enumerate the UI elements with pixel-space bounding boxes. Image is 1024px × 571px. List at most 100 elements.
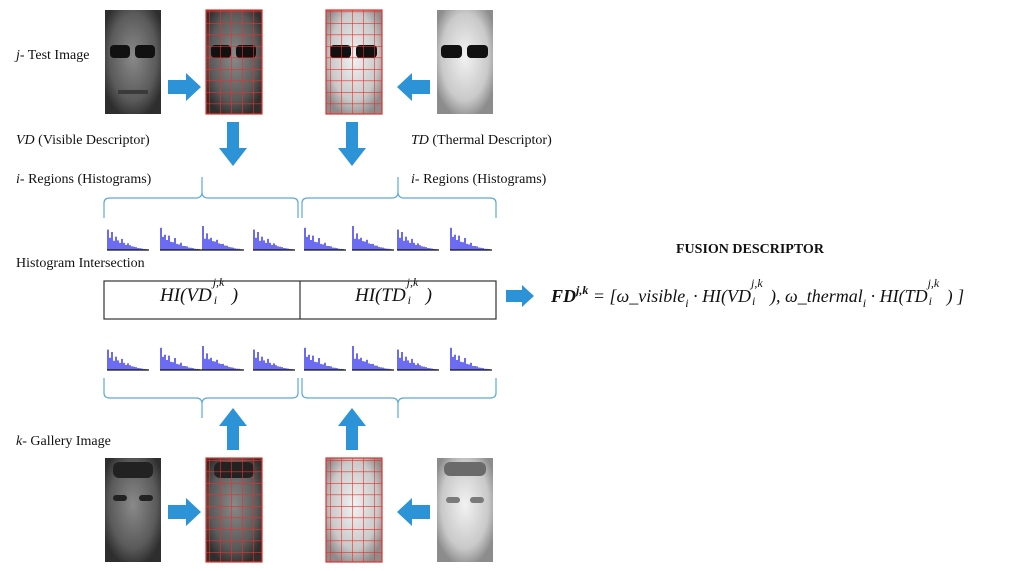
histogram-bar [168,355,170,370]
histogram-bar [182,245,184,250]
histogram-bar [176,243,178,250]
histogram-bar [431,248,433,250]
histogram-bar [109,357,111,370]
histogram-bar [115,236,117,250]
histogram-bar [456,240,458,250]
histogram-bar [480,247,482,250]
histogram-bar [202,226,204,250]
histogram-bar [186,366,188,370]
histogram-bar [368,243,370,250]
histogram-bar [338,368,340,370]
histogram-bar [454,354,456,370]
histogram-bar [338,248,340,250]
test-thermal-face-image [437,10,493,114]
histogram-bar [131,246,133,250]
histogram-bar [326,365,328,370]
histogram-bar [474,246,476,250]
histogram-bar [226,365,228,370]
histogram-bar [253,349,255,370]
histogram-bar [182,365,184,370]
histogram-bar [236,248,238,250]
histogram-bar [478,367,480,370]
region-histogram [304,227,346,251]
histogram-bar [310,360,312,370]
histogram-bar [360,237,362,250]
histogram-bar [484,368,486,370]
histogram-bar [137,247,139,250]
region-histogram [107,349,149,371]
histogram-bar [397,349,399,370]
histogram-bar [417,243,419,250]
gallery-thermal-face-grid-image [325,457,383,563]
histogram-bar [253,229,255,250]
region-histogram [253,349,295,371]
histogram-bar [265,242,267,250]
histogram-bar [397,229,399,250]
histogram-bar [109,237,111,250]
histogram-bar [358,359,360,370]
histogram-bar [271,244,273,250]
histogram-bar [472,365,474,370]
histogram-bar [368,363,370,370]
test-visible-face-image [105,10,161,114]
histogram-bar [232,367,234,370]
histogram-bar [425,247,427,250]
histogram-bar [107,229,109,250]
histogram-bar [107,349,109,370]
histogram-bar [277,246,279,250]
histogram-bar [283,247,285,250]
histogram-bar [119,242,121,250]
histogram-bar [206,353,208,370]
histogram-bar [316,362,318,370]
visible-regions-label: i- Regions (Histograms) [16,172,152,187]
histogram-bar [326,245,328,250]
histogram-bar [214,361,216,370]
histogram-bar [275,365,277,370]
histogram-bar [312,235,314,250]
histogram-bar [210,357,212,370]
histogram-bar [117,360,119,370]
histogram-bar [180,242,182,250]
histogram-bar [192,368,194,370]
histogram-bar [178,364,180,370]
histogram-bar [133,246,135,250]
histogram-bar [320,243,322,250]
histogram-bar [190,247,192,250]
histogram-bar [415,364,417,370]
histogram-bar [429,368,431,370]
histogram-bar [401,232,403,250]
histogram-bar [259,240,261,250]
histogram-bar [419,245,421,250]
histogram-bar [228,246,230,250]
histogram-bar [312,355,314,370]
gallery-visible-face-image [105,458,161,562]
bottom-region-braces [103,378,497,418]
histogram-bar [352,346,354,370]
histogram-bar [458,355,460,370]
histogram-bar [273,363,275,370]
histogram-bar [403,360,405,370]
histogram-bar [370,244,372,250]
histogram-bar [121,238,123,250]
histogram-bar [168,235,170,250]
histogram-bar [354,238,356,250]
histogram-bar [141,248,143,250]
histogram-bar [113,360,115,370]
histogram-bar [279,366,281,370]
histogram-bar [212,241,214,250]
histogram-bar [431,368,433,370]
region-histogram [107,229,149,251]
histogram-bar [407,360,409,370]
histogram-bar [269,362,271,370]
histogram-bar [115,356,117,370]
histogram-bar [318,238,320,250]
test-image-label: j- Test Image [16,48,90,63]
histogram-bar [257,232,259,250]
histogram-bar [226,245,228,250]
histogram-bar [224,365,226,370]
histogram-bar [362,241,364,250]
top-region-braces [103,177,497,218]
fusion-descriptor-heading: FUSION DESCRIPTOR [676,242,824,257]
